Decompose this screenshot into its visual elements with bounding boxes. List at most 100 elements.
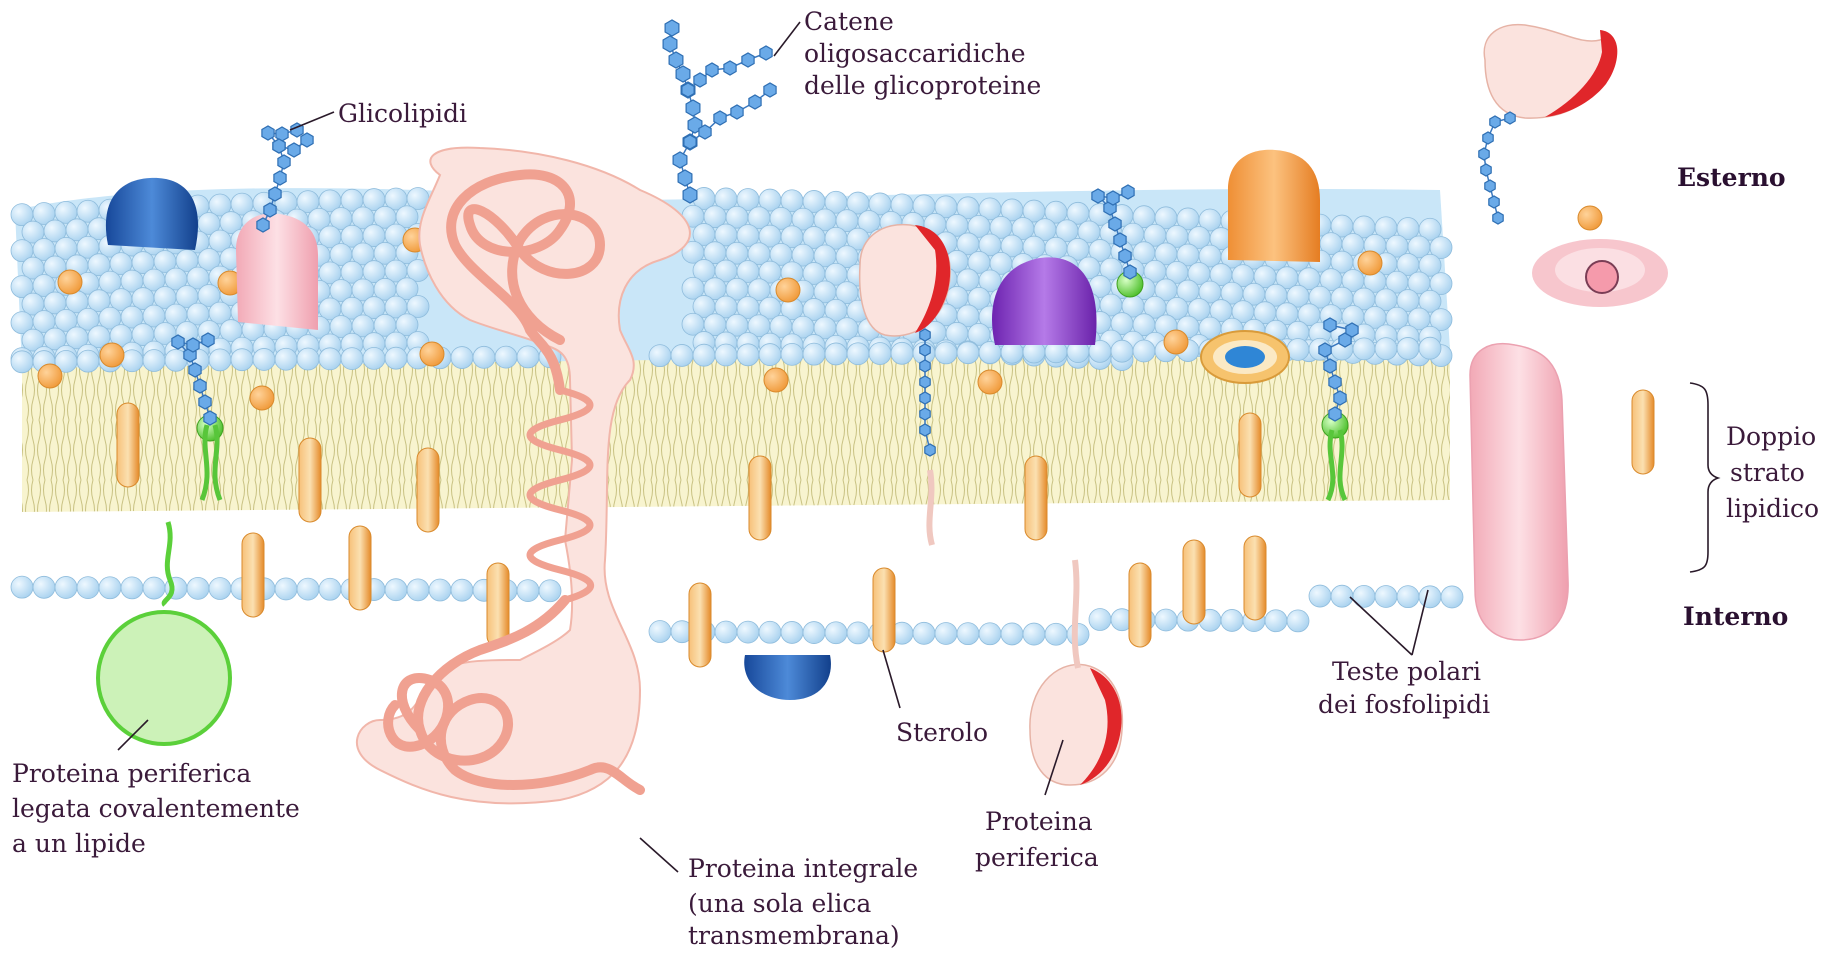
phospholipid-head: [935, 342, 957, 364]
sterol-head: [1164, 330, 1188, 354]
sugar-residue: [699, 125, 711, 139]
phospholipid-head: [869, 343, 891, 365]
sterol: [1025, 456, 1047, 540]
sugar-residue: [686, 100, 700, 116]
sugar-residue: [684, 135, 696, 149]
sugar-residue: [1329, 375, 1341, 389]
phospholipid-head: [737, 344, 759, 366]
sterol: [1129, 563, 1151, 647]
label-lipide-1: Proteina periferica: [12, 759, 251, 788]
phospholipid-head: [121, 577, 143, 599]
phospholipid-head: [473, 346, 495, 368]
phospholipid-head: [209, 578, 231, 600]
sugar-residue: [683, 187, 697, 203]
phospholipid-head: [297, 348, 319, 370]
sugar-residue: [724, 61, 736, 75]
phospholipid-head: [759, 621, 781, 643]
sugar-residue: [301, 133, 313, 147]
label-esterno: Esterno: [1677, 163, 1786, 192]
sugar-residue: [269, 187, 281, 201]
sterol: [349, 526, 371, 610]
sugar-residue: [920, 360, 930, 372]
phospholipid-head: [649, 345, 671, 367]
phospholipid-head: [275, 348, 297, 370]
sterol: [873, 568, 895, 652]
sterol-head: [1358, 251, 1382, 275]
sugar-residue: [673, 152, 687, 168]
sugar-residue: [714, 111, 726, 125]
phospholipid-head: [1397, 337, 1419, 359]
sugar-residue: [1489, 196, 1499, 208]
phospholipid-head: [33, 576, 55, 598]
phospholipid-head: [77, 577, 99, 599]
phospholipid-head: [11, 576, 33, 598]
phospholipid-head: [759, 344, 781, 366]
channel-protein: [1201, 331, 1289, 383]
sugar-residue: [920, 376, 930, 388]
sugar-residue: [665, 20, 679, 36]
sterol: [417, 448, 439, 532]
phospholipid-head: [1045, 623, 1067, 645]
sugar-residue: [172, 335, 184, 349]
sugar-residue: [204, 411, 216, 425]
phospholipid-head: [693, 344, 715, 366]
phospholipid-head: [715, 621, 737, 643]
sugar-residue: [678, 170, 692, 186]
label-teste-1: Teste polari: [1332, 657, 1481, 686]
phospholipid-head: [451, 347, 473, 369]
phospholipid-head: [1067, 623, 1089, 645]
sugar-residue: [676, 66, 690, 82]
phospholipid-head: [1023, 623, 1045, 645]
label-doppio-3: lipidico: [1726, 494, 1819, 523]
pink-integral-protein-right: [1470, 344, 1568, 640]
pink-surface-protein-right: [1532, 239, 1668, 307]
label-doppio-2: strato: [1730, 458, 1805, 487]
label-integrale-2: (una sola elica: [688, 889, 871, 918]
phospholipid-head: [1155, 609, 1177, 631]
sugar-residue: [706, 63, 718, 77]
pink-integral-protein-left: [236, 213, 318, 330]
phospholipid-head: [1133, 340, 1155, 362]
sterol-head: [420, 342, 444, 366]
label-doppio-1: Doppio: [1726, 422, 1816, 451]
phospholipid-head: [143, 350, 165, 372]
sugar-residue: [920, 329, 930, 341]
phospholipid-head: [319, 348, 341, 370]
sugar-residue: [1319, 343, 1331, 357]
phospholipid-head: [1001, 623, 1023, 645]
sugar-residue: [920, 408, 930, 420]
phospholipid-head: [1353, 338, 1375, 360]
sterol-head: [764, 368, 788, 392]
sterol-head: [978, 370, 1002, 394]
phospholipid-head: [1397, 586, 1419, 608]
sugar-residue: [731, 105, 743, 119]
glicolipidi-leader: [290, 112, 334, 130]
orange-integral-protein: [1228, 150, 1320, 262]
phospholipid-head: [1221, 609, 1243, 631]
label-catene-3: delle glicoproteine: [804, 71, 1041, 100]
phospholipid-head: [231, 349, 253, 371]
sugar-residue: [1109, 217, 1121, 231]
sugar-residue: [262, 126, 274, 140]
sugar-residue: [1483, 132, 1493, 144]
phospholipid-head: [451, 579, 473, 601]
peripheral-protein-bottom-stalk: [1075, 560, 1078, 668]
phospholipid-head: [1331, 585, 1353, 607]
sugar-residue: [187, 338, 199, 352]
sterol: [299, 438, 321, 522]
sugar-residue: [1490, 116, 1500, 128]
phospholipid-head: [935, 622, 957, 644]
sugar-residue: [920, 392, 930, 404]
sterol: [1183, 540, 1205, 624]
phospholipid-head: [649, 621, 671, 643]
sugar-residue: [694, 73, 706, 87]
label-integrale-3: transmembrana): [688, 921, 900, 950]
sterol-head: [1578, 206, 1602, 230]
sugar-residue: [1334, 391, 1346, 405]
phospholipid-head: [1287, 610, 1309, 632]
phospholipid-head: [385, 347, 407, 369]
phospholipid-head: [1375, 338, 1397, 360]
sugar-residue: [663, 36, 677, 52]
phospholipid-head: [803, 622, 825, 644]
